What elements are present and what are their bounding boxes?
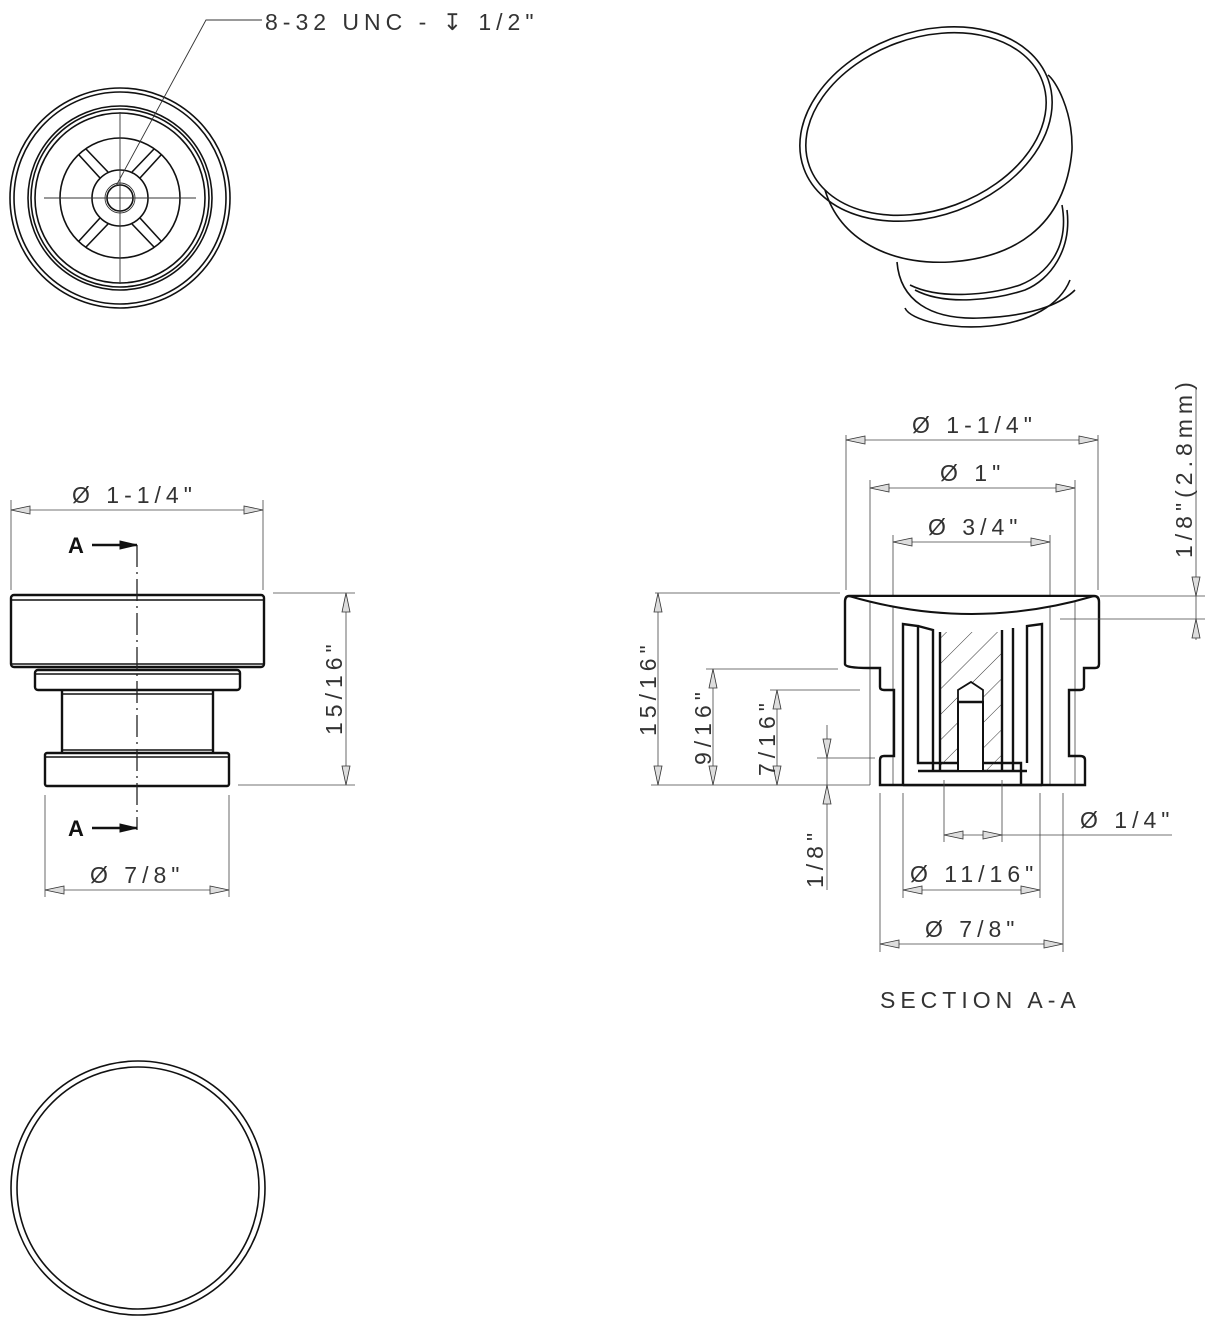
section-dish-diameter: Ø 1" xyxy=(940,460,1005,486)
front-view: Ø 1-1/4" A A 15/16" Ø 7/8" xyxy=(9,482,355,897)
dish-depth: 1/8"(2.8mm) xyxy=(1171,377,1197,558)
section-neck-height: 7/16" xyxy=(754,698,780,776)
section-marker-bottom: A xyxy=(68,816,84,841)
section-base-diameter: Ø 7/8" xyxy=(925,916,1019,942)
section-outer-diameter: Ø 1-1/4" xyxy=(912,412,1037,438)
thread-callout: 8-32 UNC - ↧ 1/2" xyxy=(265,9,539,35)
section-inner-diameter: Ø 3/4" xyxy=(928,514,1022,540)
front-top-diameter: Ø 1-1/4" xyxy=(72,482,197,508)
section-shoulder-height: 9/16" xyxy=(690,687,716,765)
section-total-height: 15/16" xyxy=(635,640,661,736)
bottom-view: 8-32 UNC - ↧ 1/2" xyxy=(9,9,539,309)
pin-diameter: Ø 1/4" xyxy=(1080,807,1174,833)
section-base-height: 1/8" xyxy=(802,828,828,888)
isometric-view xyxy=(799,25,1076,328)
front-base-diameter: Ø 7/8" xyxy=(90,862,184,888)
section-view: Ø 1-1/4" Ø 1" Ø 3/4" xyxy=(635,377,1205,1013)
front-height: 15/16" xyxy=(321,639,347,735)
section-marker-top: A xyxy=(68,533,84,558)
top-view xyxy=(10,1060,266,1316)
section-title: SECTION A-A xyxy=(880,987,1081,1013)
bore-diameter: Ø 11/16" xyxy=(910,861,1038,887)
